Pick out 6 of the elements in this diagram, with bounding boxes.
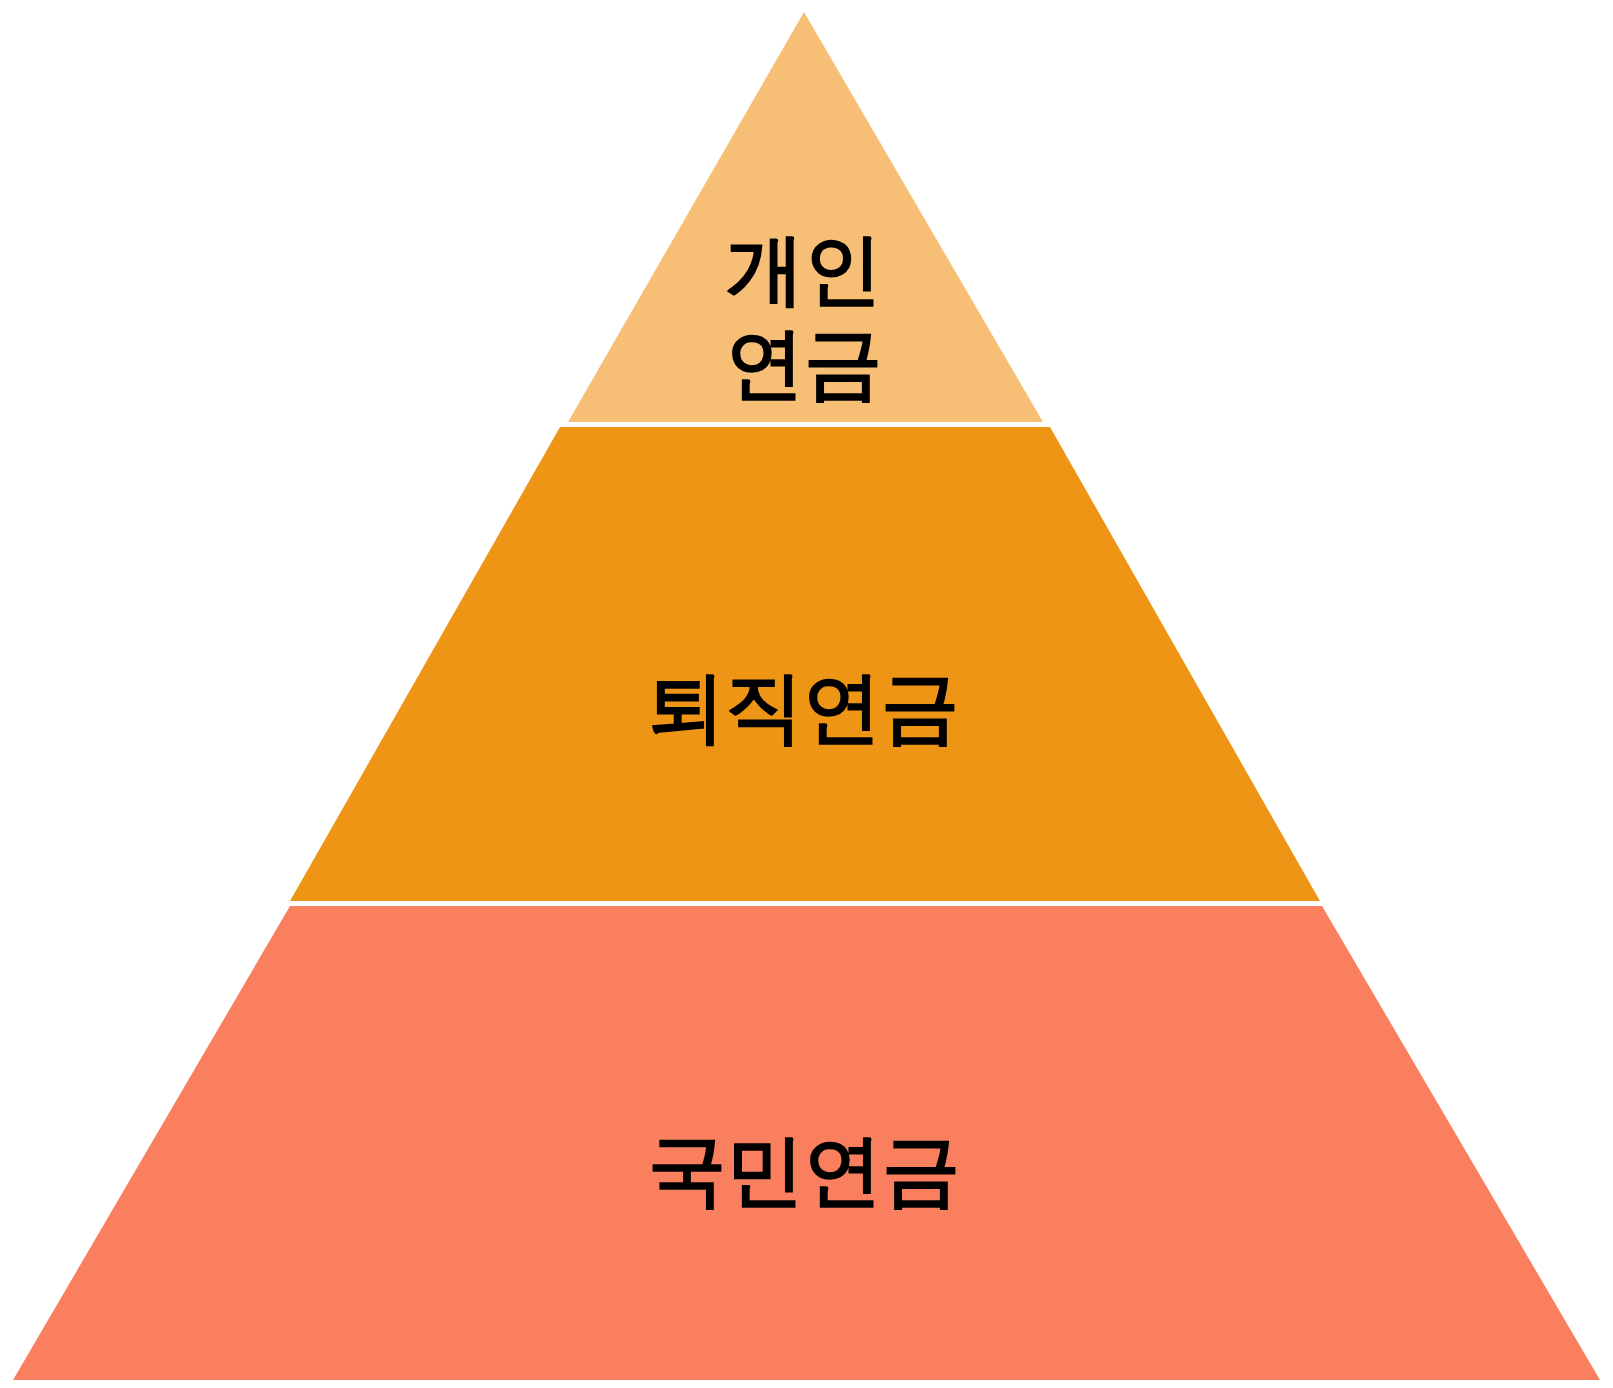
tier-label: 국민연금 (647, 1124, 961, 1218)
pyramid-tier (13, 906, 1600, 1380)
tier-label: 퇴직연금 (646, 661, 960, 755)
tier-label: 개인 연금 (725, 223, 883, 410)
pyramid-tier (568, 12, 1043, 422)
pyramid-tier (290, 427, 1320, 901)
